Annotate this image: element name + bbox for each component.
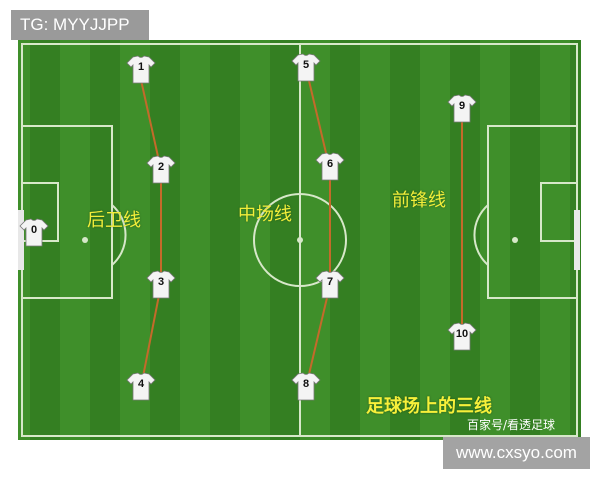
player-shirt-0: 0	[19, 218, 49, 248]
player-number: 3	[157, 276, 165, 288]
defense-line-label: 后卫线	[87, 210, 141, 231]
shirt-icon	[447, 94, 477, 123]
player-number: 7	[326, 276, 334, 288]
player-number: 9	[458, 100, 466, 112]
shirt-icon	[146, 155, 176, 184]
left-goal	[18, 210, 24, 270]
formation-connectors	[140, 67, 463, 388]
player-number: 1	[137, 61, 145, 73]
right-goal	[574, 210, 580, 270]
shirt-icon	[315, 270, 345, 299]
player-number: 4	[137, 378, 145, 390]
diagram-caption: 足球场上的三线	[366, 396, 492, 417]
shirt-icon	[315, 152, 345, 181]
attack-line-label: 前锋线	[392, 190, 446, 211]
player-shirt-5: 5	[291, 53, 321, 83]
player-shirt-1: 1	[126, 55, 156, 85]
shirt-icon	[447, 322, 477, 351]
player-number: 8	[302, 378, 310, 390]
shirt-icon	[146, 270, 176, 299]
credit-text: 百家号/看透足球	[467, 418, 556, 432]
player-number: 6	[326, 158, 334, 170]
player-shirt-7: 7	[315, 270, 345, 300]
player-shirt-6: 6	[315, 152, 345, 182]
player-shirt-9: 9	[447, 94, 477, 124]
player-shirt-4: 4	[126, 372, 156, 402]
player-shirt-2: 2	[146, 155, 176, 185]
midfield-line-label: 中场线	[238, 204, 292, 225]
watermark-bottom: www.cxsyo.com	[443, 437, 590, 469]
player-shirt-10: 10	[447, 322, 477, 352]
shirt-icon	[126, 372, 156, 401]
player-number: 5	[302, 59, 310, 71]
player-number: 10	[455, 328, 469, 340]
player-shirt-8: 8	[291, 372, 321, 402]
watermark-top: TG: MYYJJPP	[11, 10, 149, 40]
shirt-icon	[291, 372, 321, 401]
shirt-icon	[126, 55, 156, 84]
player-number: 2	[157, 161, 165, 173]
shirt-icon	[291, 53, 321, 82]
shirt-icon	[19, 218, 49, 247]
player-number: 0	[30, 224, 38, 236]
player-shirt-3: 3	[146, 270, 176, 300]
